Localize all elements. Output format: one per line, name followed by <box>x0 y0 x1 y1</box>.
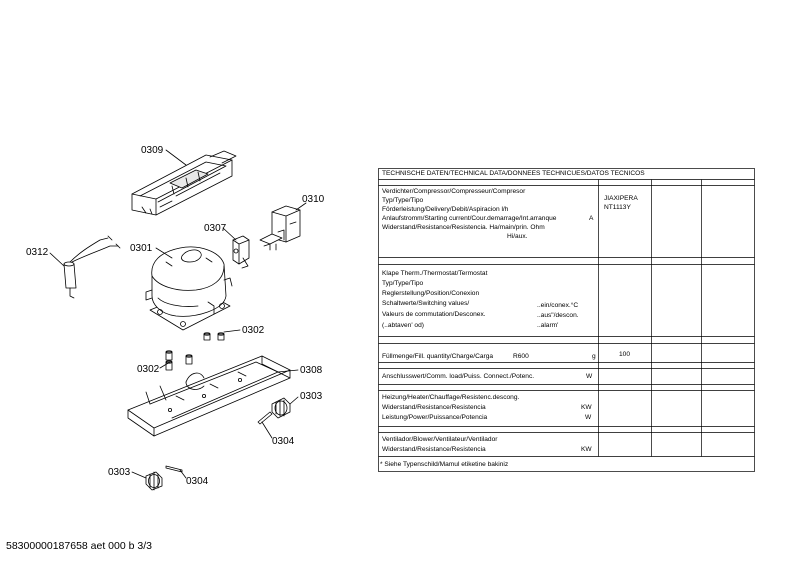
compressor-line-3: Förderleistung/Delivery/Debit/Aspiracion… <box>382 206 509 213</box>
compressor-line-6: Hi/aux. <box>507 233 528 240</box>
table-header: TECHNISCHE DATEN/TECHNICAL DATA/DONNEES … <box>382 170 645 177</box>
connection-label: Anschlusswert/Comm. load/Puiss. Connect.… <box>382 373 535 380</box>
label-0309: 0309 <box>141 145 164 156</box>
compressor-value-1: JIAXIPERA <box>604 195 638 202</box>
part-0307-relay <box>222 227 250 269</box>
thermostat-line-2: Typ/Type/Tipo <box>382 280 424 287</box>
thermostat-line-1: Klape Therm./Thermostat/Termostat <box>382 270 488 277</box>
compressor-unit-a: A <box>589 215 594 222</box>
thermostat-line-5: Valeurs de commutation/Desconex. <box>382 311 486 318</box>
fan-unit-kw: KW <box>581 446 592 453</box>
fan-line-2: Widerstand/Resistance/Resistencia <box>382 446 486 453</box>
heating-line-2: Widerstand/Resistance/Resistencia <box>382 404 486 411</box>
label-0304-lower: 0304 <box>186 476 209 487</box>
label-0302-upper: 0302 <box>242 325 265 336</box>
part-bracket <box>259 233 283 251</box>
table-note: * Siehe Typenschild/Mamul etiketine baki… <box>380 461 509 468</box>
heating-line-1: Heizung/Heater/Chauffage/Resistenc.desco… <box>382 394 520 401</box>
thermostat-right-1: ..ein/conex.°C <box>537 302 579 309</box>
compressor-value-2: NT1113Y <box>604 204 631 211</box>
part-0304-pin-upper <box>257 411 273 439</box>
thermostat-line-6: (..abtaven' od) <box>382 322 424 329</box>
thermostat-right-3: ..alarm' <box>537 322 559 329</box>
fill-unit: g <box>592 353 596 360</box>
heating-unit-w: W <box>585 414 592 421</box>
label-0301: 0301 <box>130 243 153 254</box>
thermostat-right-2: ..aus"/descon. <box>537 312 579 319</box>
part-0312-capacitor <box>49 235 121 299</box>
label-0308: 0308 <box>300 365 323 376</box>
fan-line-1: Ventilador/Blower/Ventilateur/Ventilador <box>382 436 498 443</box>
compressor-line-4: Anlaufstromm/Starting current/Cour.demar… <box>382 215 557 222</box>
part-0310-relay-cover <box>271 202 307 243</box>
compressor-line-1: Verdichter/Compressor/Compresseur/Compre… <box>382 188 526 195</box>
connection-unit: W <box>586 373 593 380</box>
heating-unit-kw: KW <box>581 404 592 411</box>
fill-refrigerant: R600 <box>513 353 529 360</box>
part-0302-grommets-upper <box>203 329 241 341</box>
part-0303-nut-lower <box>131 471 163 491</box>
label-0304-upper: 0304 <box>272 436 295 447</box>
part-0308-base-plate <box>127 355 299 437</box>
document-footer: 58300000187658 aet 000 b 3/3 <box>6 540 152 552</box>
label-0303-upper: 0303 <box>300 391 323 402</box>
compressor-line-2: Typ/Type/Tipo <box>382 197 424 204</box>
heating-line-3: Leistung/Power/Puissance/Potencia <box>382 414 488 421</box>
label-0307: 0307 <box>204 223 227 234</box>
label-0302-lower: 0302 <box>137 364 160 375</box>
fill-value: 100 <box>619 351 631 358</box>
label-0303-lower: 0303 <box>108 467 131 478</box>
part-0303-nut-upper <box>271 396 299 419</box>
thermostat-line-4: Schaltwerte/Switching values/ <box>382 300 470 307</box>
label-0310: 0310 <box>302 194 325 205</box>
fill-label: Füllmenge/Fill. quantity/Charge/Carga <box>382 353 494 360</box>
part-0302-grommets-lower <box>159 350 193 371</box>
compressor-line-5: Widerstand/Resistance/Resistencia. Ha/ma… <box>382 224 545 231</box>
part-0301-compressor <box>145 246 233 331</box>
part-0304-pin-lower <box>165 465 187 479</box>
thermostat-line-3: Reglerstellung/Position/Conexion <box>382 290 480 297</box>
label-0312: 0312 <box>26 247 49 258</box>
part-0309-tray <box>131 149 237 216</box>
